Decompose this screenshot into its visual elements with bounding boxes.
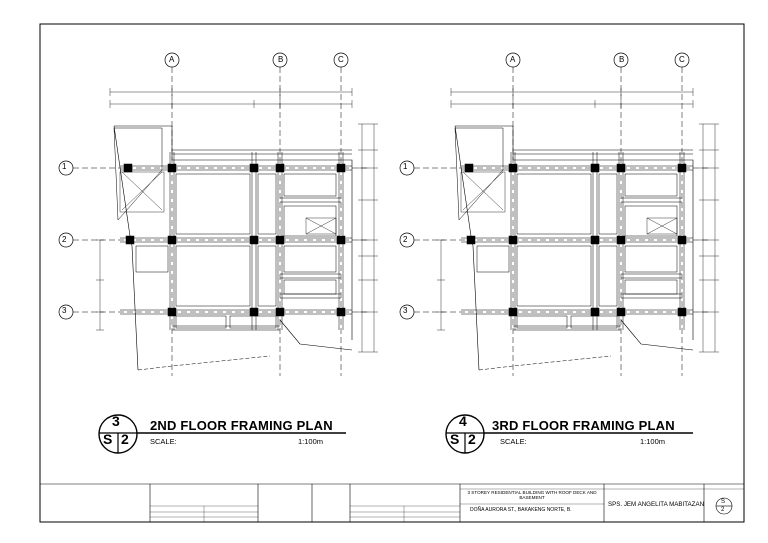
project-location: DOÑA AURORA ST., BAKAKENG NORTE, B.	[470, 507, 572, 513]
grid-row-2-left: 2	[62, 235, 67, 244]
column	[167, 235, 177, 245]
detail-number-2nd: 3	[112, 413, 120, 429]
slab-panel	[624, 279, 678, 295]
column	[616, 307, 626, 317]
scale-value-2nd-floor: 1:100m	[298, 437, 324, 446]
slab-panel	[476, 245, 510, 273]
sheet-letter: S	[721, 499, 726, 505]
column	[275, 235, 285, 245]
grid-col-b-left: B	[278, 55, 284, 64]
column	[466, 235, 476, 245]
grid-row-3-left: 3	[62, 306, 67, 315]
slab-panel	[135, 245, 169, 273]
grid-row-2-right: 2	[403, 235, 408, 244]
column	[590, 163, 600, 173]
slab-panel	[283, 245, 337, 273]
slab-panel	[257, 173, 277, 235]
slab-outline-bottom	[478, 355, 612, 371]
plan-3rd-floor	[399, 52, 719, 376]
plan-2nd-floor	[58, 52, 378, 376]
slab-cross	[462, 171, 504, 211]
scale-label-3rd-floor: SCALE:	[500, 437, 527, 446]
grid-col-c-right: C	[679, 55, 685, 64]
slab-panel	[598, 245, 618, 307]
scale-label-2nd-floor: SCALE:	[150, 437, 177, 446]
column	[275, 163, 285, 173]
column	[336, 163, 346, 173]
column	[336, 307, 346, 317]
slab-panel	[624, 173, 678, 197]
column	[590, 235, 600, 245]
column	[616, 235, 626, 245]
column	[249, 307, 259, 317]
slab-panel	[516, 173, 592, 235]
column	[167, 163, 177, 173]
column	[123, 163, 133, 173]
sheet-border	[39, 23, 745, 523]
column	[677, 163, 687, 173]
slab-panel	[257, 245, 277, 307]
owner-name: SPS. JEM ANGELITA MABITAZAN	[608, 501, 705, 508]
grid-row-1-right: 1	[403, 162, 408, 171]
slab-outline-top	[455, 125, 694, 340]
column	[590, 307, 600, 317]
slab-outline-top	[114, 125, 353, 340]
grid-col-c-left: C	[338, 55, 344, 64]
sheet-ref-2nd: S	[103, 431, 113, 447]
title-block	[40, 483, 744, 522]
grid-col-b-right: B	[619, 55, 625, 64]
sheet-num-3rd: 2	[468, 431, 476, 447]
slab-outline-br	[279, 319, 353, 351]
slab-cross	[121, 171, 163, 211]
column	[275, 307, 285, 317]
slab-panel	[460, 171, 506, 213]
column	[508, 163, 518, 173]
slab-panel	[283, 173, 337, 197]
slab-panel	[119, 171, 165, 213]
slab-panel	[624, 205, 678, 237]
scale-value-3rd-floor: 1:100m	[640, 437, 666, 446]
plan-title-2nd-floor: 2ND FLOOR FRAMING PLAN	[150, 418, 333, 433]
grid-col-a-right: A	[510, 55, 516, 64]
slab-panel	[175, 173, 251, 235]
slab-panel	[516, 315, 568, 329]
column	[167, 307, 177, 317]
detail-number-3rd: 4	[459, 413, 467, 429]
slab-panel	[516, 245, 592, 307]
sheet-number: 2	[721, 507, 725, 513]
column	[508, 235, 518, 245]
column	[249, 163, 259, 173]
column	[125, 235, 135, 245]
slab-panel	[175, 245, 251, 307]
sheet-ref-3rd: S	[450, 431, 460, 447]
slab-panel	[598, 173, 618, 235]
project-title: 3 STOREY RESIDENTIAL BUILDING WITH ROOF …	[467, 490, 597, 500]
grid-row-3-right: 3	[403, 306, 408, 315]
column	[677, 235, 687, 245]
column	[249, 235, 259, 245]
column	[677, 307, 687, 317]
slab-outline-br	[620, 319, 694, 351]
grid-col-a-left: A	[169, 55, 175, 64]
slab-panel	[283, 279, 337, 295]
slab-outline-bottom	[137, 355, 271, 371]
column	[508, 307, 518, 317]
slab-outline-left	[454, 125, 480, 371]
slab-panel	[283, 205, 337, 237]
plan-title-3rd-floor: 3RD FLOOR FRAMING PLAN	[492, 418, 675, 433]
slab-panel	[624, 245, 678, 273]
grid-row-1-left: 1	[62, 162, 67, 171]
column	[616, 163, 626, 173]
sheet-num-2nd: 2	[121, 431, 129, 447]
stair-opening	[305, 217, 337, 235]
slab-outline-left	[113, 125, 139, 371]
column	[336, 235, 346, 245]
column	[464, 163, 474, 173]
stair-opening	[646, 217, 678, 235]
slab-panel	[175, 315, 227, 329]
